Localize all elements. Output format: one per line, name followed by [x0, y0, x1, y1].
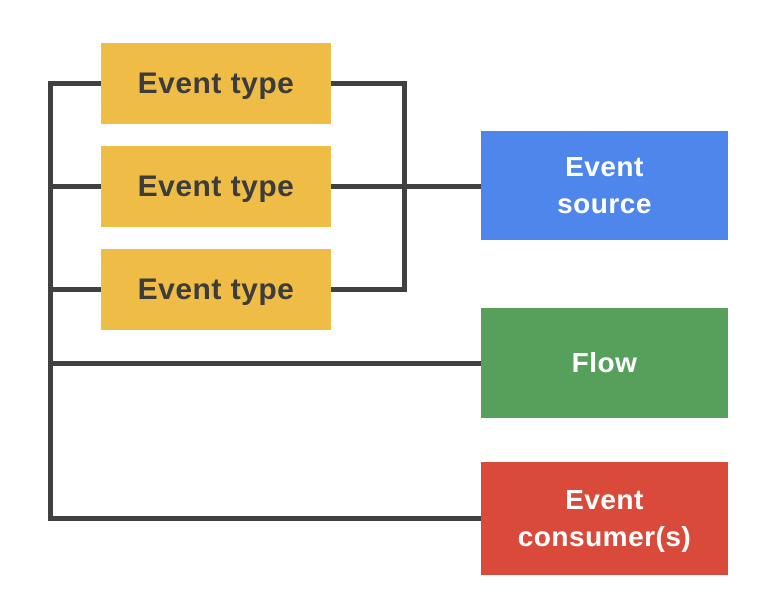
connector-event-type-1-right: [331, 81, 407, 86]
connector-to-flow: [48, 361, 481, 366]
node-flow: Flow: [481, 308, 728, 418]
node-event-source: Event source: [481, 131, 728, 240]
node-event-consumers: Event consumer(s): [481, 462, 728, 575]
connector-to-event-consumers: [48, 516, 481, 521]
connector-event-type-3-right: [331, 287, 407, 292]
connector-event-type-2-left: [48, 184, 101, 189]
connector-left-bus: [48, 81, 53, 521]
node-event-type-3: Event type: [101, 249, 331, 330]
connector-event-type-1-left: [48, 81, 101, 86]
node-event-type-1: Event type: [101, 43, 331, 124]
connector-event-type-3-left: [48, 287, 101, 292]
node-event-type-2: Event type: [101, 146, 331, 227]
connector-event-type-2-to-source: [331, 184, 481, 189]
